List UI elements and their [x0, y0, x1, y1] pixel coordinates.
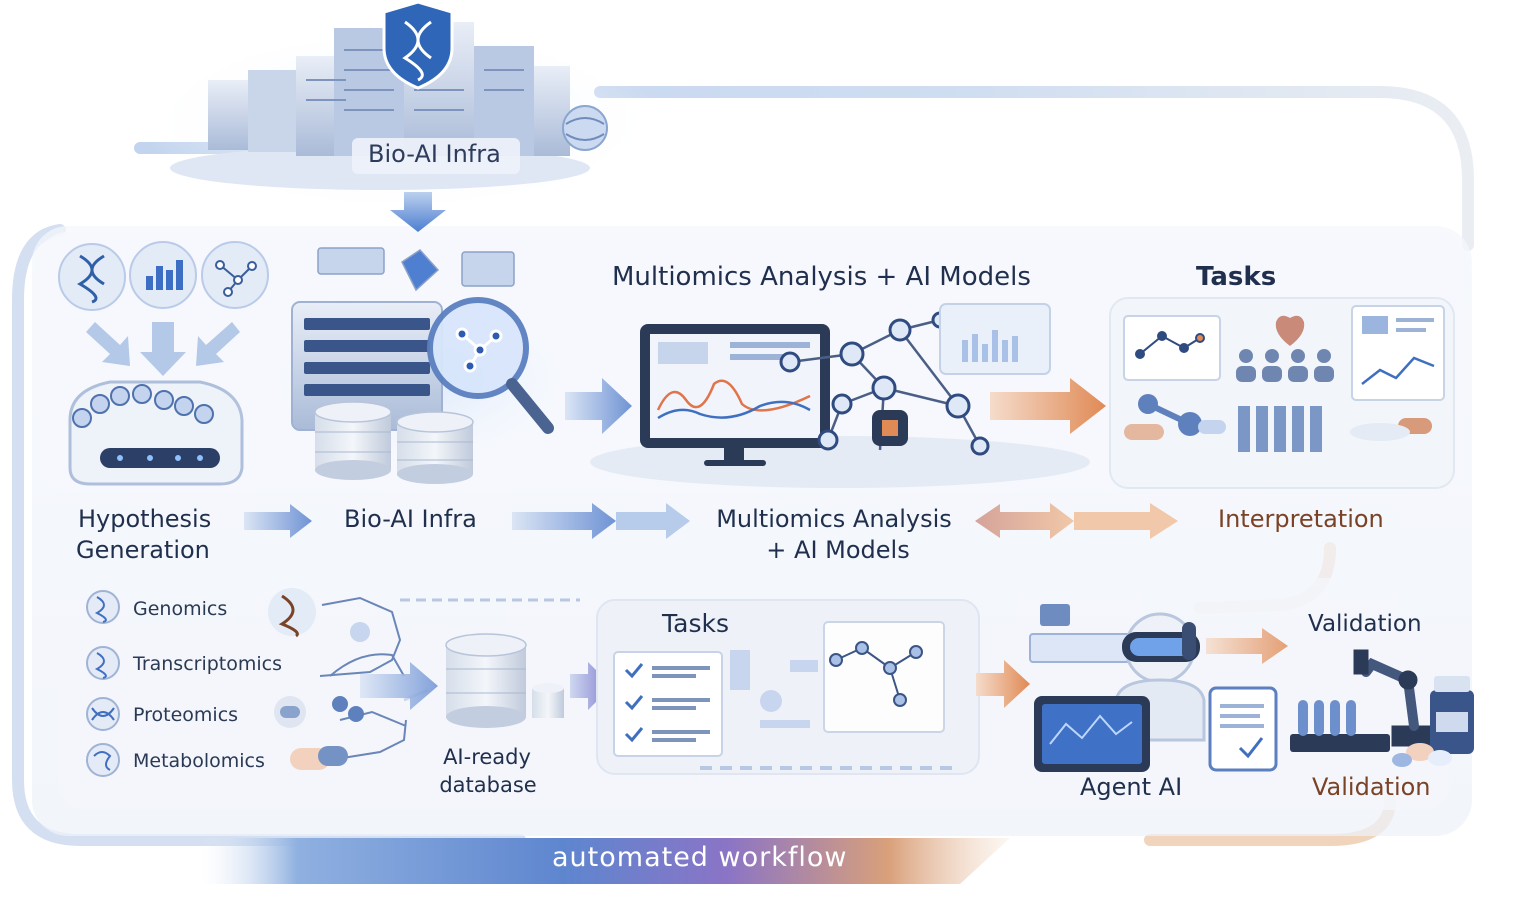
tasks-header: Tasks	[1196, 262, 1277, 292]
ai-ready-database-icon	[445, 633, 564, 728]
platform-shadow	[590, 436, 1090, 488]
stage-interpretation: Interpretation	[1218, 505, 1384, 533]
infra-title-plate	[352, 138, 520, 174]
clipboard-icon	[1208, 686, 1278, 772]
omics-proteomics-label: Proteomics	[133, 704, 239, 726]
stage-multiomics-line1: Multiomics Analysis	[716, 505, 952, 533]
omics-transcriptomics-label: Transcriptomics	[133, 653, 283, 675]
validation-bottom-label: Validation	[1312, 773, 1431, 801]
people-icon	[1236, 349, 1334, 382]
proteomics-icon	[86, 697, 120, 731]
workflow-band	[200, 838, 1010, 884]
ai-network-graph	[779, 311, 990, 456]
stage-arrow-2	[512, 503, 616, 539]
stage-hypothesis-line1: Hypothesis	[78, 505, 212, 533]
metabolomics-icon	[86, 743, 120, 777]
magnifier-icon	[427, 297, 554, 434]
omics-flow-lines	[319, 596, 429, 761]
genomics-icon	[86, 590, 120, 624]
arrow-to-validation	[1206, 628, 1288, 664]
monitor-icon	[640, 324, 830, 466]
bio-ai-infra-title: Bio-AI Infra	[368, 140, 501, 168]
pill-icon	[1350, 418, 1432, 441]
arrow-to-database	[360, 662, 438, 710]
network-icon	[201, 241, 269, 309]
report-card-icon	[1351, 305, 1445, 401]
medicine-bottle-icon	[1430, 676, 1474, 754]
validation-top-label: Validation	[1308, 611, 1422, 637]
globe-icon	[562, 105, 608, 151]
omics-genomics-label: Genomics	[133, 598, 228, 620]
pills-cluster-icon	[1392, 743, 1452, 767]
stage-multiomics-line2: + AI Models	[766, 536, 910, 564]
test-tubes-icon	[1290, 700, 1390, 752]
automated-workflow-label: automated workflow	[552, 842, 848, 873]
transcriptomics-icon	[86, 646, 120, 680]
task-panel-widgets	[730, 650, 818, 728]
stage-arrow-3	[975, 503, 1074, 539]
stage-hypothesis-line2: Generation	[76, 536, 210, 564]
mini-dashboard-icons	[317, 247, 515, 292]
tasks-panel-title: Tasks	[662, 609, 729, 638]
dna-icon	[58, 243, 126, 311]
checklist-icon	[613, 651, 723, 757]
arrow-to-tasks-panel	[570, 662, 612, 710]
chart-card-icon	[1123, 315, 1221, 381]
database-icon	[314, 401, 474, 484]
database-label-line2: database	[439, 773, 537, 797]
molecule-icon	[1124, 394, 1226, 440]
agent-monitors	[1029, 604, 1135, 663]
stage-arrow-1	[244, 504, 312, 538]
down-arrow	[390, 192, 446, 232]
sample-vials-icon	[1238, 406, 1322, 452]
outer-loop-left	[12, 224, 526, 846]
task-panel-graph	[823, 621, 945, 733]
arrow-to-agent	[976, 660, 1030, 708]
bar-chart-icon	[129, 241, 197, 309]
multiomics-header: Multiomics Analysis + AI Models	[612, 262, 1031, 292]
floating-dashboard	[939, 303, 1051, 375]
database-label-line1: AI-ready	[443, 745, 531, 769]
shield-dna-icon	[382, 0, 454, 90]
omics-metabolomics-label: Metabolomics	[133, 750, 265, 772]
converging-arrows	[86, 322, 240, 376]
arrow-to-tasks	[990, 378, 1106, 434]
tablet-icon	[1034, 696, 1150, 772]
stage-arrow-3b	[1074, 503, 1178, 539]
heart-icon	[1275, 315, 1305, 346]
omics-sample-icons	[268, 588, 370, 770]
agent-ai-label: Agent AI	[1080, 773, 1183, 801]
sequencer-device	[68, 380, 244, 486]
robot-arm-icon	[1353, 649, 1437, 747]
stage-arrow-2b	[616, 503, 690, 539]
stage-bio-ai-infra: Bio-AI Infra	[344, 505, 477, 533]
arrow-to-multiomics	[565, 378, 632, 434]
